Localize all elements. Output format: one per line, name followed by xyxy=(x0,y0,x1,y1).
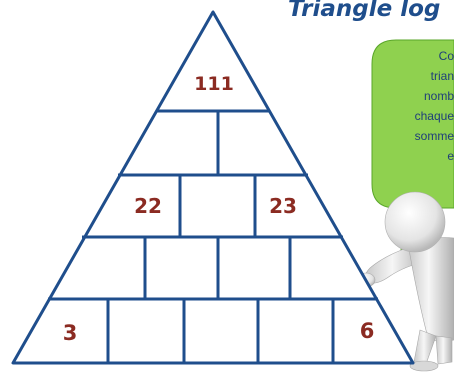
cell-top: 111 xyxy=(194,73,234,95)
page-title: Triangle log xyxy=(288,0,440,22)
cell-row3-left: 22 xyxy=(134,194,162,218)
cell-bottom-right: 6 xyxy=(360,319,375,343)
bubble-line-2: trian xyxy=(431,69,454,83)
bubble-line-4: chaque xyxy=(415,109,454,123)
cell-row3-right: 23 xyxy=(269,194,297,218)
bubble-line-1: Co xyxy=(439,49,454,63)
pyramid-outline xyxy=(11,10,415,365)
number-pyramid xyxy=(11,10,415,365)
bubble-line-3: nomb xyxy=(424,89,454,103)
bubble-line-5: somme xyxy=(415,129,454,143)
bubble-line-6: e xyxy=(447,149,454,163)
cell-bottom-left: 3 xyxy=(63,321,78,345)
